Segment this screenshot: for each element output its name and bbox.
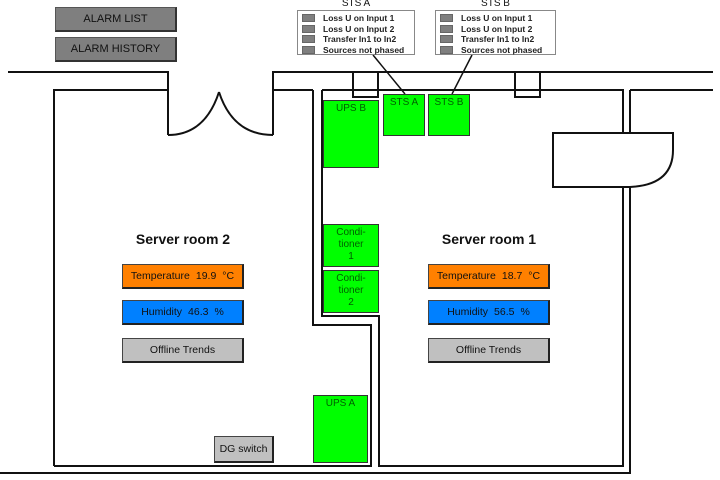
sts-b-unit[interactable]: STS B	[428, 94, 470, 136]
alarm-label: Sources not phased	[461, 44, 543, 55]
server-room-1-title: Server room 1	[441, 231, 537, 247]
unit-label: Condi-	[336, 227, 366, 238]
alarm-indicator: Loss U on Input 2	[302, 24, 410, 35]
door-arc-left	[167, 91, 220, 136]
alarm-indicator: Loss U on Input 2	[440, 24, 551, 35]
room1-humidity-display: Humidity 56.5%	[428, 300, 550, 325]
unit-label: 1	[348, 251, 354, 262]
server-room-2-title: Server room 2	[135, 231, 231, 247]
unit-label: 2	[348, 297, 354, 308]
room2-humidity-display: Humidity 46.3%	[122, 300, 244, 325]
alarm-label: Loss U on Input 1	[323, 13, 395, 24]
humidity-label: Humidity	[141, 306, 183, 318]
alarm-indicator: Transfer In1 to In2	[302, 34, 410, 45]
alarm-indicator: Loss U on Input 1	[440, 13, 551, 24]
alarm-indicator: Transfer In1 to In2	[440, 34, 551, 45]
humidity-unit: %	[520, 306, 530, 318]
temperature-value: 19.9	[195, 270, 217, 282]
humidity-unit: %	[214, 306, 224, 318]
unit-label: tioner	[338, 239, 364, 250]
dg-switch-button[interactable]: DG switch	[214, 436, 274, 463]
unit-label: tioner	[338, 285, 364, 296]
door-arc-right	[218, 91, 274, 136]
indicator-lamp-icon	[302, 45, 315, 54]
alarm-history-button[interactable]: ALARM HISTORY	[55, 37, 177, 62]
sts-b-panel-title: STS B	[481, 0, 510, 9]
ups-a-unit[interactable]: UPS A	[313, 395, 368, 463]
sts-b-alarm-panel: Loss U on Input 1 Loss U on Input 2 Tran…	[435, 10, 556, 55]
alarm-indicator: Sources not phased	[302, 45, 410, 56]
room1-temperature-display: Temperature 18.7 °C	[428, 264, 550, 289]
humidity-value: 46.3	[188, 306, 209, 318]
temperature-unit: °C	[222, 270, 235, 282]
temperature-value: 18.7	[501, 270, 523, 282]
alarm-label: Transfer In1 to In2	[461, 34, 535, 45]
indicator-lamp-icon	[440, 45, 453, 54]
alarm-list-button[interactable]: ALARM LIST	[55, 7, 177, 32]
sts-b-leader-line	[451, 54, 473, 95]
indicator-lamp-icon	[302, 14, 315, 23]
indicator-lamp-icon	[440, 14, 453, 23]
sts-a-panel-title: STS A	[341, 0, 371, 9]
humidity-value: 56.5	[494, 306, 515, 318]
room2-temperature-display: Temperature 19.9 °C	[122, 264, 244, 289]
indicator-lamp-icon	[440, 24, 453, 33]
indicator-lamp-icon	[440, 35, 453, 44]
alarm-indicator: Loss U on Input 1	[302, 13, 410, 24]
alarm-label: Loss U on Input 2	[461, 23, 533, 34]
sts-a-leader-line	[372, 54, 406, 95]
alarm-label: Transfer In1 to In2	[323, 34, 397, 45]
ups-b-unit[interactable]: UPS B	[323, 100, 379, 168]
unit-label: Condi-	[336, 273, 366, 284]
room2-offline-trends-button[interactable]: Offline Trends	[122, 338, 244, 363]
temperature-label: Temperature	[436, 270, 496, 282]
alarm-label: Loss U on Input 2	[323, 23, 395, 34]
room1-offline-trends-button[interactable]: Offline Trends	[428, 338, 550, 363]
temperature-unit: °C	[528, 270, 541, 282]
alarm-label: Sources not phased	[323, 44, 405, 55]
alarm-label: Loss U on Input 1	[461, 13, 533, 24]
alarm-indicator: Sources not phased	[440, 45, 551, 56]
temperature-label: Temperature	[130, 270, 190, 282]
sts-a-unit[interactable]: STS A	[383, 94, 425, 136]
fixture-shape	[552, 132, 674, 188]
indicator-lamp-icon	[302, 24, 315, 33]
humidity-label: Humidity	[447, 306, 489, 318]
sts-a-alarm-panel: Loss U on Input 1 Loss U on Input 2 Tran…	[297, 10, 415, 55]
indicator-lamp-icon	[302, 35, 315, 44]
